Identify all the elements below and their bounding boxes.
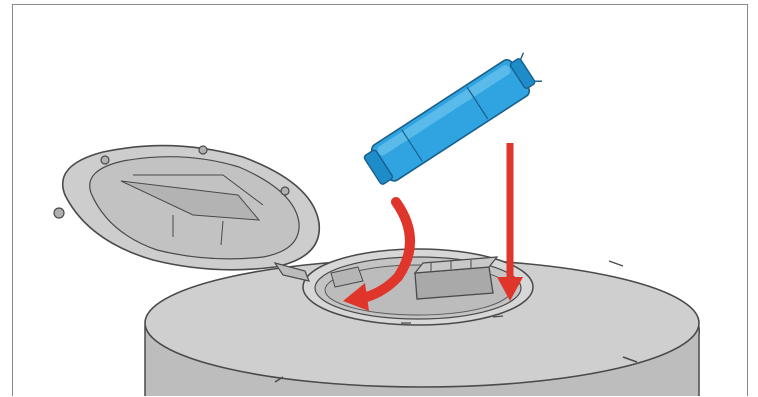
cartridge-insertion-diagram (13, 5, 748, 396)
filter-cartridge-icon (361, 49, 544, 188)
straight-red-arrow (497, 143, 523, 301)
cartridge-well (303, 249, 533, 325)
illustration-frame (12, 4, 748, 396)
hinged-lid (54, 146, 319, 281)
